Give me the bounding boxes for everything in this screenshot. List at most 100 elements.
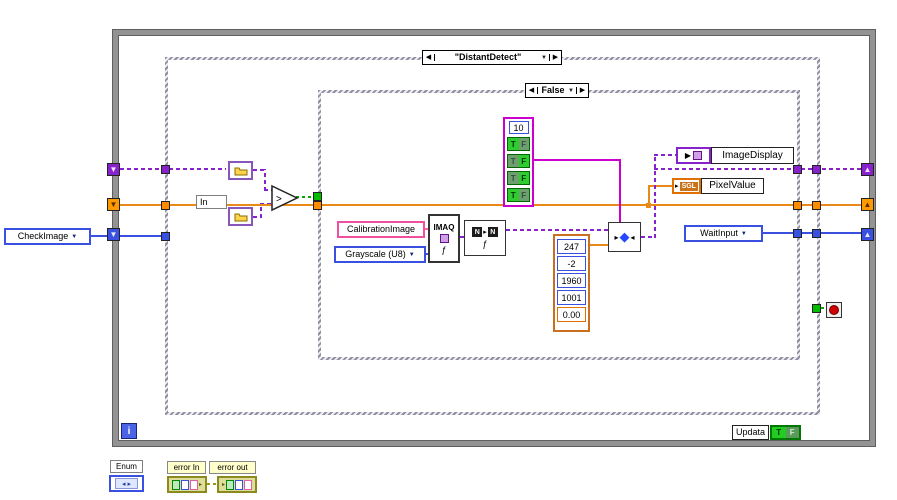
function-icon: ƒ: [482, 239, 488, 249]
path-constant-1[interactable]: [228, 161, 253, 180]
arrow-right-icon: ▸: [614, 232, 619, 242]
case-next-button[interactable]: ▶: [576, 87, 588, 94]
wire-image-to-select: [506, 229, 608, 231]
imagedisplay-text: ImageDisplay: [722, 149, 783, 161]
wire-error-cluster: [207, 483, 217, 485]
arrow-left-icon: ◂: [630, 232, 635, 242]
wire-numcluster: [590, 244, 608, 246]
pixelvalue-label: PixelValue: [701, 178, 764, 194]
select-node[interactable]: ▸ ◆ ◂: [608, 222, 641, 252]
enum-constant[interactable]: ◂ ▸: [109, 475, 144, 492]
case-selector-value[interactable]: False: [541, 85, 565, 95]
case-prev-button[interactable]: ◀: [423, 54, 435, 61]
tunnel-selector: [161, 232, 170, 241]
calibration-image-string-constant[interactable]: CalibrationImage: [337, 221, 425, 238]
checkimage-enum-constant[interactable]: CheckImage ▼: [4, 228, 91, 245]
case-selector-value[interactable]: "DistantDetect": [454, 52, 522, 62]
tunnel-orange-right: [812, 201, 821, 210]
bool-cluster-constant[interactable]: 10 T F T F T F T F: [503, 117, 534, 207]
wire-cluster-drop: [619, 159, 621, 222]
chevron-down-icon[interactable]: ▼: [568, 87, 574, 94]
wire-imaq-out: [460, 236, 465, 238]
shift-register-right-orange: ▲: [861, 198, 874, 211]
grayscale-text: Grayscale (U8): [345, 249, 406, 259]
case-selector-inner: ◀ False ▼ ▶: [525, 83, 589, 98]
numeric-constant[interactable]: 1960: [557, 273, 586, 288]
numeric-constant[interactable]: 1001: [557, 290, 586, 305]
arrow-right-icon: ▸: [198, 482, 202, 488]
numeric-constant-float[interactable]: 0.00: [557, 307, 586, 322]
bool-false-cell: F: [518, 189, 529, 201]
bool-false-cell: F: [518, 155, 529, 167]
diamond-icon: ◆: [619, 229, 630, 244]
grayscale-ring-constant[interactable]: Grayscale (U8) ▼: [334, 246, 426, 263]
enum-constant-field[interactable]: ◂ ▸: [115, 478, 138, 489]
imagedisplay-label: ImageDisplay: [711, 147, 794, 164]
stop-icon: [829, 305, 839, 315]
index-constant[interactable]: 10: [508, 121, 529, 134]
bool-true-cell: T: [508, 138, 519, 150]
sr-up-icon: ▲: [863, 229, 872, 239]
wire-checkimage: [90, 235, 162, 237]
wire-imagedisplay-in: [654, 154, 676, 156]
iteration-terminal: i: [121, 423, 137, 439]
case-prev-button[interactable]: ◀: [526, 87, 538, 94]
imagedisplay-terminal[interactable]: ▶: [676, 147, 711, 164]
boolean-constant[interactable]: T F: [507, 188, 530, 202]
copy-icon-row: N ▸ N: [472, 227, 498, 237]
chevron-down-icon[interactable]: ▼: [541, 54, 547, 61]
shift-register-right-blue: ▲: [861, 228, 874, 241]
boolean-constant[interactable]: T F: [507, 137, 530, 151]
error-source-icon: [244, 479, 252, 490]
wire-select-rise: [654, 154, 656, 238]
case-next-button[interactable]: ▶: [549, 54, 561, 61]
numeric-constant[interactable]: -2: [557, 256, 586, 271]
tunnel-orange-left: [161, 201, 170, 210]
wire-ring: [425, 253, 430, 255]
error-in-label: error In: [167, 461, 206, 474]
tunnel-blue-inner-right: [793, 229, 802, 238]
error-out-cluster[interactable]: ▸: [217, 476, 257, 493]
bool-true-cell: T: [508, 155, 519, 167]
chevron-down-icon[interactable]: ▼: [71, 233, 78, 240]
updata-boolean-constant[interactable]: T F: [770, 425, 801, 440]
pixelvalue-terminal[interactable]: ▸ SGL: [672, 178, 701, 194]
boolean-constant[interactable]: T F: [507, 171, 530, 185]
path-constant-2[interactable]: [228, 207, 253, 226]
wire-path1-out: [253, 169, 266, 171]
svg-text:>: >: [276, 194, 282, 205]
iteration-text: i: [127, 425, 131, 437]
sr-down-icon: ▼: [109, 164, 118, 174]
boolean-constant[interactable]: T F: [507, 154, 530, 168]
pixelvalue-text: PixelValue: [709, 180, 756, 191]
error-status-icon: [226, 479, 234, 490]
waitinput-enum-constant[interactable]: WaitInput ▼: [684, 225, 763, 242]
string-constant-in[interactable]: In: [196, 195, 227, 209]
wire-path2-out: [253, 216, 262, 218]
numeric-cluster-constant[interactable]: 247 -2 1960 1001 0.00: [553, 234, 590, 332]
chevron-down-icon[interactable]: ▼: [740, 230, 747, 237]
bool-false-cell: F: [518, 172, 529, 184]
sr-down-icon: ▼: [109, 229, 118, 239]
comparison-node[interactable]: >: [270, 183, 300, 218]
wire-path2-rise: [260, 203, 262, 218]
arrow-left-icon[interactable]: ◂: [121, 480, 126, 488]
wire-cluster-top: [534, 159, 621, 161]
error-in-cluster[interactable]: ▸: [167, 476, 207, 493]
imaq-readfile-node[interactable]: N ▸ N ƒ: [464, 220, 506, 256]
numeric-constant[interactable]: 247: [557, 239, 586, 254]
comparison-triangle-icon: >: [271, 184, 299, 212]
shift-register-left-purple: ▼: [107, 163, 120, 176]
tf-false-cell: F: [785, 427, 799, 438]
wire-pixel-rise: [648, 186, 650, 206]
wire-pixel-in: [648, 185, 672, 187]
tunnel-blue-right: [812, 229, 821, 238]
arrow-right-icon[interactable]: ▸: [127, 480, 132, 488]
loop-condition-terminal: [826, 302, 842, 318]
imaq-create-node[interactable]: IMAQ ƒ: [428, 214, 460, 263]
tunnel-orange-inner-left: [313, 201, 322, 210]
chevron-down-icon[interactable]: ▼: [408, 251, 415, 258]
wire-error-main: [120, 204, 862, 206]
folder-icon: [234, 167, 247, 175]
tunnel-green-right: [812, 304, 821, 313]
